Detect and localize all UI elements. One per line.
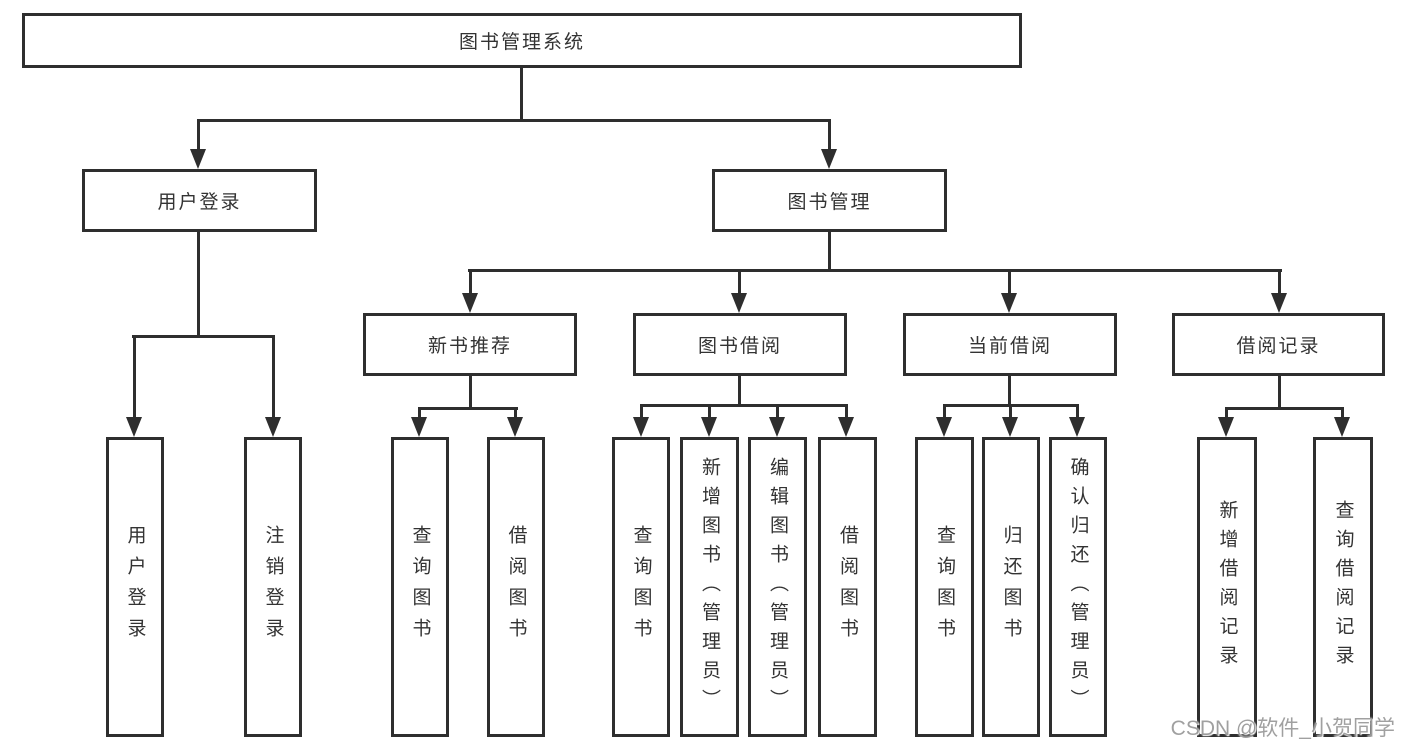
connector-line xyxy=(828,232,831,272)
leaf-borrow-books-label: 借阅图书 xyxy=(837,525,858,649)
node-borrow-records-label: 借阅记录 xyxy=(1236,336,1321,357)
arrowhead-icon xyxy=(1001,293,1017,313)
arrowhead-icon xyxy=(731,293,747,313)
arrowhead-icon xyxy=(411,417,427,437)
connector-line xyxy=(1009,404,1012,420)
leaf-logout: 注销登录 xyxy=(244,437,302,737)
connector-line xyxy=(132,335,274,338)
leaf-return-books-label: 归还图书 xyxy=(1000,525,1022,649)
leaf-user-login: 用户登录 xyxy=(106,437,164,737)
arrowhead-icon xyxy=(1218,417,1234,437)
node-user-login-label: 用户登录 xyxy=(157,192,242,213)
arrowhead-icon xyxy=(838,417,854,437)
arrowhead-icon xyxy=(936,417,952,437)
arrowhead-icon xyxy=(1002,417,1018,437)
leaf-confirm-return-admin: 确认归还（管理员） xyxy=(1049,437,1107,737)
leaf-user-login-label: 用户登录 xyxy=(124,525,146,649)
connector-line xyxy=(640,404,848,407)
arrowhead-icon xyxy=(1069,417,1085,437)
arrowhead-icon xyxy=(265,417,281,437)
connector-line xyxy=(514,407,517,420)
arrowhead-icon xyxy=(126,417,142,437)
connector-line xyxy=(738,376,741,407)
arrowhead-icon xyxy=(462,293,478,313)
leaf-query-borrow-record-label: 查询借阅记录 xyxy=(1332,500,1354,674)
connector-line xyxy=(1225,407,1343,410)
leaf-query-books-recommend-label: 查询图书 xyxy=(409,525,431,649)
arrowhead-icon xyxy=(1334,417,1350,437)
arrowhead-icon xyxy=(821,149,837,169)
leaf-add-borrow-record: 新增借阅记录 xyxy=(1197,437,1257,737)
node-book-borrow-label: 图书借阅 xyxy=(697,336,782,357)
leaf-query-books-current-label: 查询图书 xyxy=(934,525,955,649)
connector-line xyxy=(776,404,779,420)
arrowhead-icon xyxy=(507,417,523,437)
leaf-confirm-return-admin-label: 确认归还（管理员） xyxy=(1067,456,1089,718)
connector-line xyxy=(845,404,848,420)
leaf-query-books-current: 查询图书 xyxy=(915,437,974,737)
node-new-book-recommend-label: 新书推荐 xyxy=(427,336,512,357)
leaf-return-books: 归还图书 xyxy=(982,437,1040,737)
connector-line xyxy=(272,335,275,420)
connector-line xyxy=(1008,376,1011,407)
connector-line xyxy=(1008,269,1011,296)
leaf-add-books-admin-label: 新增图书（管理员） xyxy=(699,456,720,718)
connector-line xyxy=(469,376,472,410)
arrowhead-icon xyxy=(769,417,785,437)
connector-line xyxy=(520,68,523,121)
leaf-query-books-recommend: 查询图书 xyxy=(391,437,449,737)
connector-line xyxy=(1341,407,1344,420)
connector-line xyxy=(418,407,518,410)
connector-line xyxy=(469,269,472,296)
leaf-logout-label: 注销登录 xyxy=(262,525,284,649)
node-borrow-records: 借阅记录 xyxy=(1172,313,1385,376)
node-root: 图书管理系统 xyxy=(22,13,1022,68)
csdn-watermark: CSDN @软件_小贺同学 xyxy=(1170,717,1395,740)
arrowhead-icon xyxy=(633,417,649,437)
node-new-book-recommend: 新书推荐 xyxy=(363,313,577,376)
leaf-query-borrow-record: 查询借阅记录 xyxy=(1313,437,1373,737)
leaf-edit-books-admin: 编辑图书（管理员） xyxy=(748,437,807,737)
node-book-management-label: 图书管理 xyxy=(787,192,872,213)
connector-line xyxy=(133,335,136,420)
connector-line xyxy=(708,404,711,420)
leaf-borrow-books-recommend-label: 借阅图书 xyxy=(505,525,527,649)
node-book-borrow: 图书借阅 xyxy=(633,313,847,376)
node-book-management: 图书管理 xyxy=(712,169,947,232)
connector-line xyxy=(738,269,741,296)
node-current-borrow: 当前借阅 xyxy=(903,313,1117,376)
leaf-query-books-borrow-label: 查询图书 xyxy=(630,525,652,649)
arrowhead-icon xyxy=(1271,293,1287,313)
connector-line xyxy=(1278,376,1281,410)
node-current-borrow-label: 当前借阅 xyxy=(967,336,1052,357)
node-root-label: 图书管理系统 xyxy=(458,32,585,53)
leaf-add-books-admin: 新增图书（管理员） xyxy=(680,437,739,737)
arrowhead-icon xyxy=(190,149,206,169)
connector-line xyxy=(468,269,1282,272)
connector-line xyxy=(1278,269,1281,296)
connector-line xyxy=(418,407,421,420)
connector-line xyxy=(197,232,200,338)
arrowhead-icon xyxy=(701,417,717,437)
connector-line xyxy=(1076,404,1079,420)
leaf-edit-books-admin-label: 编辑图书（管理员） xyxy=(767,456,788,718)
leaf-borrow-books: 借阅图书 xyxy=(818,437,877,737)
connector-line xyxy=(1225,407,1228,420)
leaf-query-books-borrow: 查询图书 xyxy=(612,437,670,737)
connector-line xyxy=(828,119,831,151)
leaf-add-borrow-record-label: 新增借阅记录 xyxy=(1216,500,1238,674)
connector-line xyxy=(943,404,946,420)
connector-line xyxy=(197,119,200,151)
connector-line xyxy=(197,119,830,122)
connector-line xyxy=(640,404,643,420)
node-user-login: 用户登录 xyxy=(82,169,317,232)
leaf-borrow-books-recommend: 借阅图书 xyxy=(487,437,545,737)
